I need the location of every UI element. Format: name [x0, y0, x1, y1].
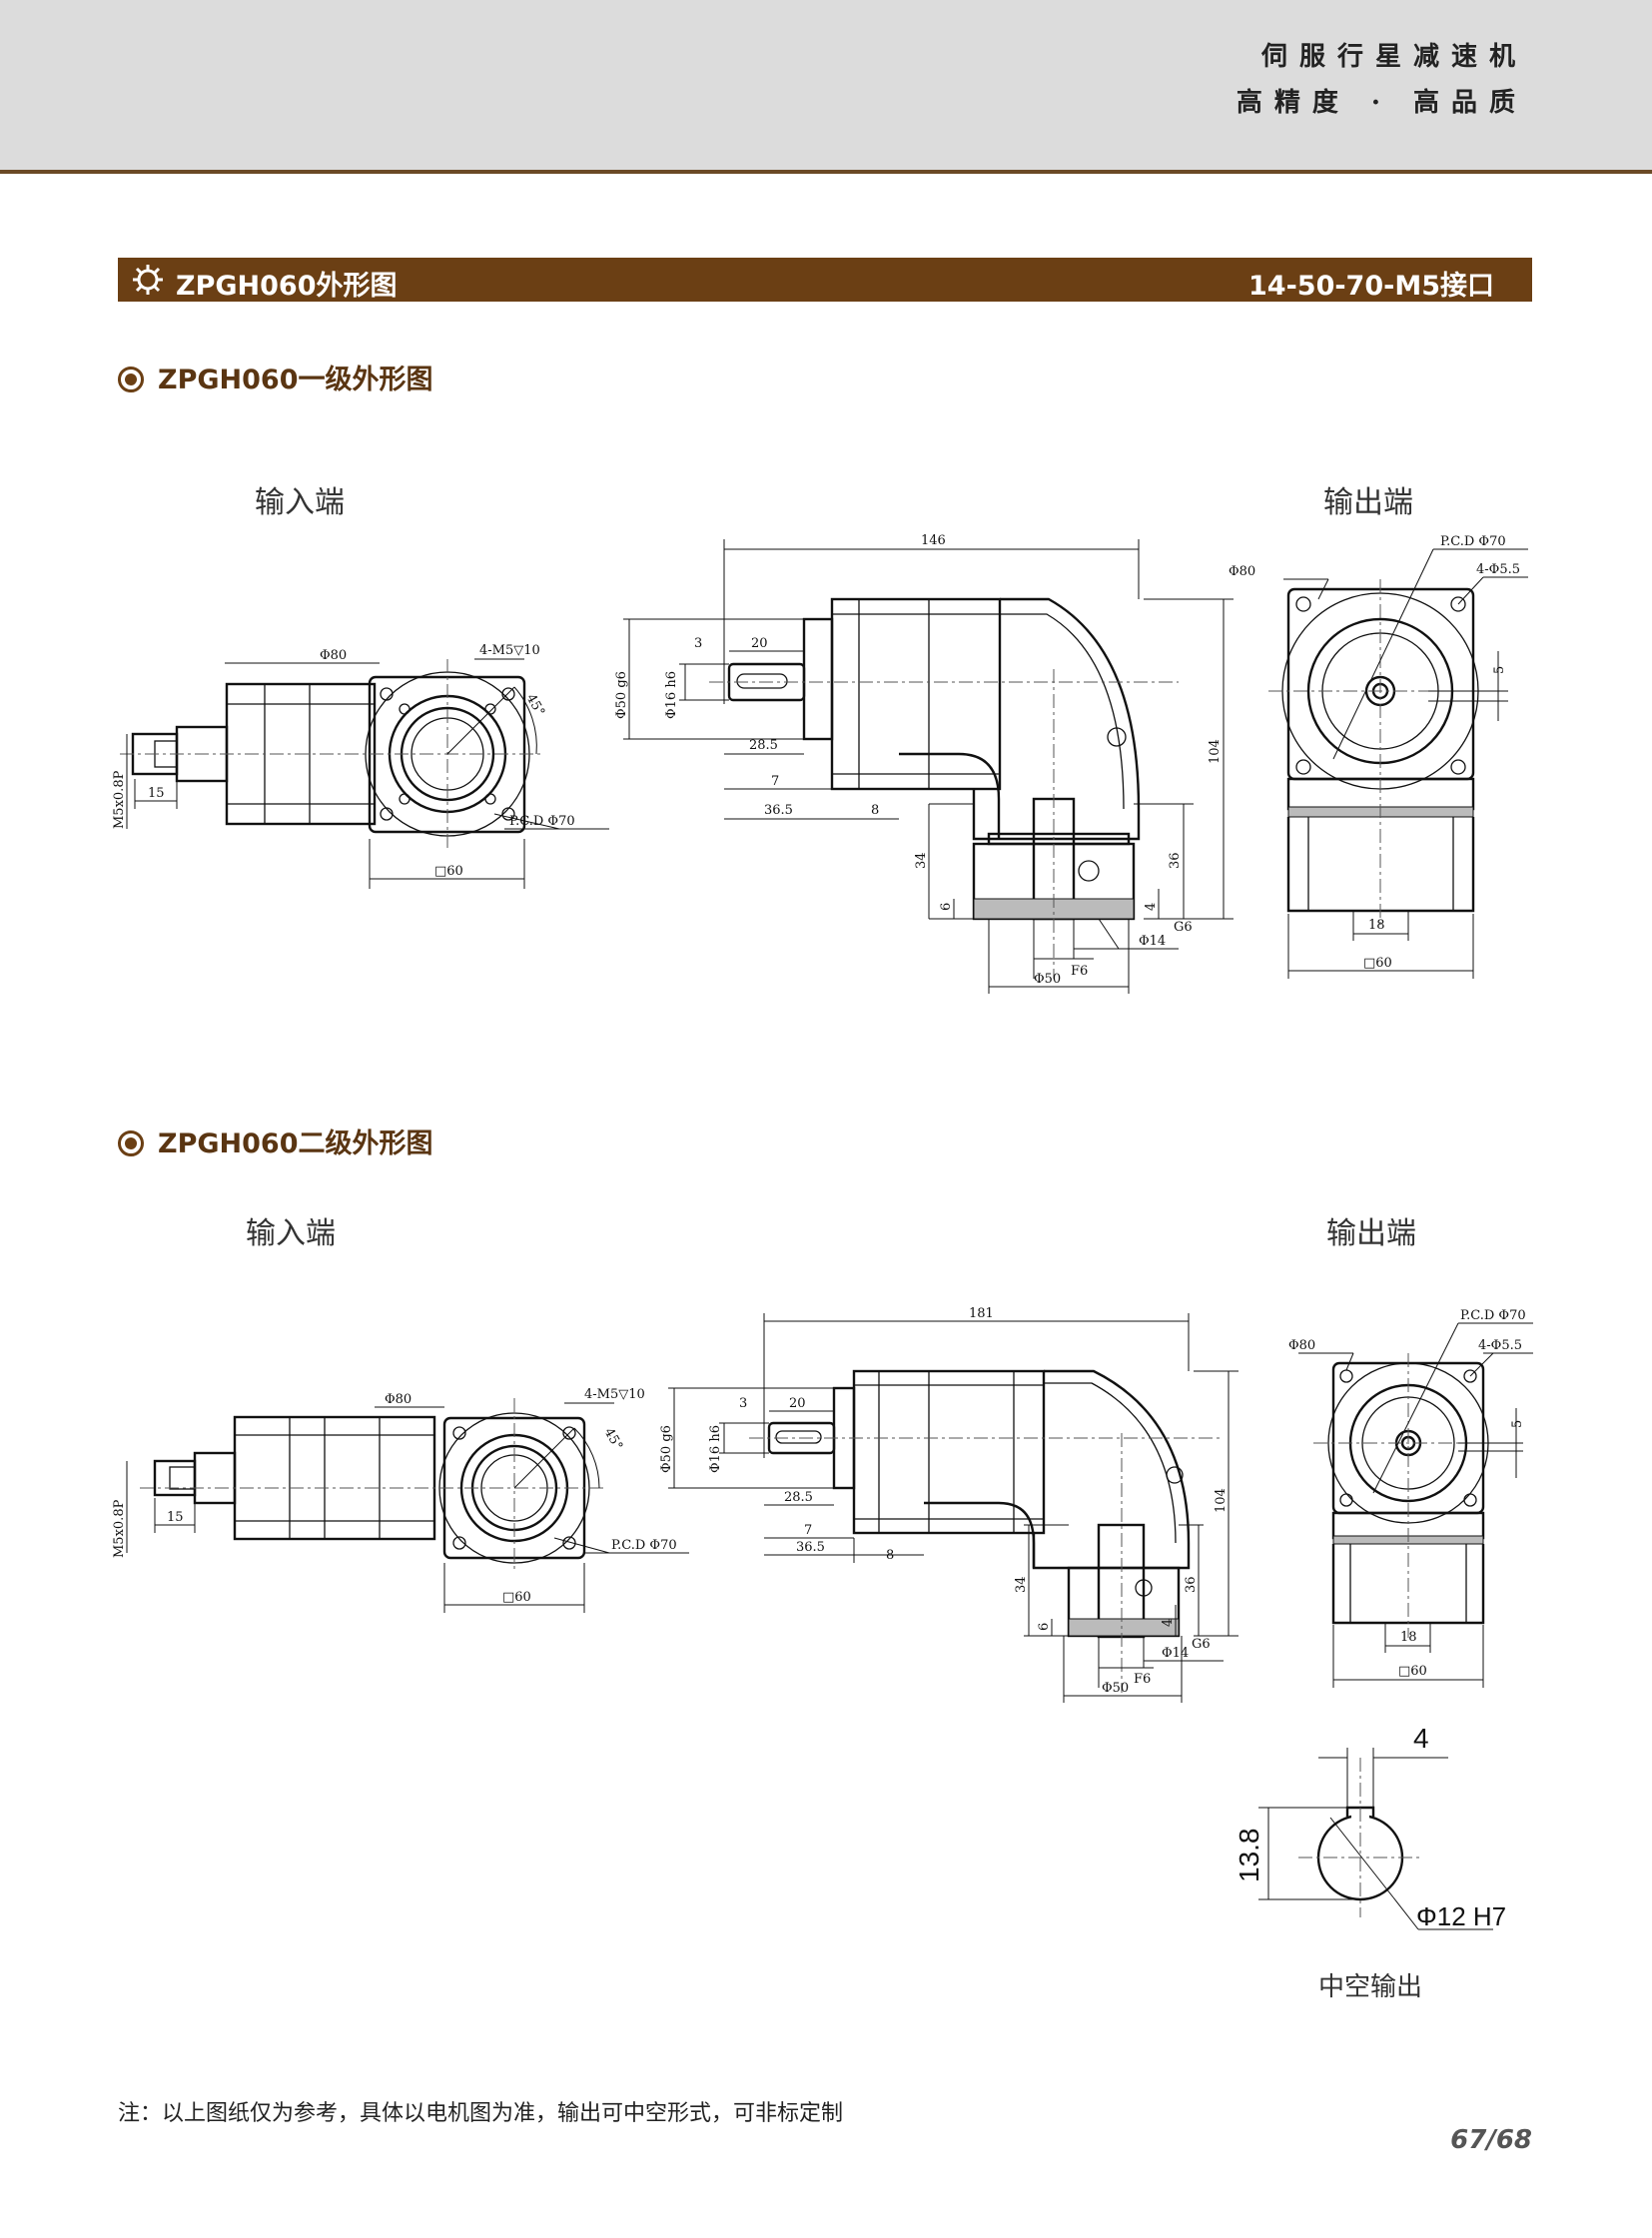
s2-output-view-drawing: P.C.D Φ70 4-Φ5.5 Φ80 5 18 □60	[1288, 1308, 1533, 1688]
s2-side-view-drawing: 181 3 20 Φ50 g6 Φ16 h6 28.5 7 36.5 8 104…	[659, 1306, 1239, 1703]
dim-len3: 3	[694, 636, 702, 651]
dim-h36: 36	[1184, 1576, 1199, 1593]
gear-outline-icon	[133, 265, 163, 295]
dim-h6: 6	[939, 903, 954, 911]
dim-w18: 18	[1400, 1630, 1417, 1645]
dim-len7: 7	[771, 774, 779, 789]
dim-sq60: □60	[502, 1590, 531, 1605]
dim-len181: 181	[969, 1306, 994, 1321]
dim-len15: 15	[167, 1510, 184, 1525]
dim-h4: 4	[1161, 1619, 1176, 1627]
dim-d14: Φ14	[1139, 934, 1166, 949]
dim-len20: 20	[751, 636, 768, 651]
dim-h4: 4	[1144, 903, 1159, 911]
dim-pcd: P.C.D Φ70	[509, 814, 575, 829]
section1-heading: ZPGH060一级外形图	[118, 358, 432, 396]
dim-len146: 146	[921, 533, 946, 548]
dim-len28-5: 28.5	[784, 1490, 813, 1505]
dim-sq60: □60	[1398, 1664, 1427, 1679]
dim-thread: M5x0.8P	[112, 1499, 127, 1558]
section2-heading-text: ZPGH060二级外形图	[158, 1128, 433, 1159]
dim-d14: Φ14	[1162, 1646, 1189, 1661]
dim-d80: Φ80	[385, 1392, 412, 1407]
dim-d50: Φ50	[1102, 1681, 1129, 1696]
dim-len28-5: 28.5	[749, 738, 778, 753]
dim-sq60: □60	[1363, 956, 1392, 971]
dim-h104: 104	[1214, 1488, 1229, 1513]
section1-input-label: 输入端	[255, 485, 345, 520]
section2-output-label: 输出端	[1326, 1216, 1416, 1251]
page-number: 67/68	[1450, 2125, 1532, 2155]
dim-d80: Φ80	[1288, 1338, 1315, 1353]
tagline-line1: 伺服行星减速机	[1260, 42, 1527, 72]
dim-h13-8: 13.8	[1234, 1829, 1264, 1883]
header-divider	[0, 170, 1652, 174]
dim-w4: 4	[1413, 1723, 1429, 1754]
interface-spec: 14-50-70-M5接口	[1248, 271, 1494, 302]
dim-pcd: P.C.D Φ70	[1440, 534, 1506, 549]
dim-d80: Φ80	[320, 648, 347, 663]
dim-f6: F6	[1071, 964, 1088, 979]
s1-input-view-drawing: Φ80 4-M5▽10 45° P.C.D Φ70 □60 15 M5x0.8P	[112, 643, 609, 889]
dim-d12h7: Φ12 H7	[1416, 1901, 1506, 1931]
bullet-icon	[118, 367, 144, 392]
dim-angle: 45°	[523, 692, 548, 719]
dim-thread: M5x0.8P	[112, 770, 127, 829]
dim-g6: G6	[1174, 920, 1193, 935]
hollow-caption: 中空输出	[1318, 1972, 1422, 2002]
dim-h6: 6	[1037, 1623, 1052, 1631]
section2-heading: ZPGH060二级外形图	[118, 1121, 432, 1160]
dim-h104: 104	[1208, 739, 1223, 764]
footer-note: 注：以上图纸仅为参考，具体以电机图为准，输出可中空形式，可非标定制	[118, 2101, 844, 2126]
dim-d80: Φ80	[1229, 564, 1255, 579]
dim-h34: 34	[1014, 1576, 1029, 1593]
bullet-icon	[118, 1130, 144, 1156]
dim-d50g6: Φ50 g6	[659, 1425, 674, 1473]
title-bar: ZPGH060外形图 14-50-70-M5接口	[118, 258, 1532, 302]
dim-pcd: P.C.D Φ70	[1460, 1308, 1526, 1323]
tagline-line2: 高精度 · 高品质	[1236, 88, 1527, 118]
dim-d16h6: Φ16 h6	[708, 1425, 723, 1473]
dim-w18: 18	[1368, 918, 1385, 933]
page-header	[0, 0, 1652, 170]
dim-len8: 8	[886, 1548, 894, 1563]
dim-g6: G6	[1192, 1637, 1211, 1652]
dim-d16h6: Φ16 h6	[664, 671, 679, 719]
dim-holes: 4-M5▽10	[584, 1387, 645, 1402]
page-title: ZPGH060外形图	[176, 271, 398, 302]
dim-holes: 4-Φ5.5	[1478, 1338, 1522, 1353]
dim-pcd: P.C.D Φ70	[611, 1538, 677, 1553]
dim-h5: 5	[1492, 666, 1507, 674]
s1-side-view-drawing: 146 3 20 Φ50 g6 Φ16 h6 28.5 7 36.5 8 104…	[614, 533, 1234, 994]
dim-len36-5: 36.5	[796, 1540, 825, 1555]
dim-f6: F6	[1134, 1672, 1151, 1687]
dim-angle: 45°	[601, 1426, 626, 1453]
dim-len8: 8	[871, 803, 879, 818]
dim-h36: 36	[1168, 852, 1183, 869]
s1-output-view-drawing: P.C.D Φ70 4-Φ5.5 Φ80 5 18 □60	[1229, 534, 1528, 979]
section1-output-label: 输出端	[1323, 485, 1413, 520]
dim-len7: 7	[804, 1523, 812, 1538]
dim-len15: 15	[148, 786, 165, 801]
dim-len36-5: 36.5	[764, 803, 793, 818]
dim-holes: 4-Φ5.5	[1476, 562, 1520, 577]
dim-h5: 5	[1510, 1420, 1525, 1428]
dim-h34: 34	[914, 852, 929, 869]
section1-heading-text: ZPGH060一级外形图	[158, 365, 433, 395]
hollow-output-detail-drawing: 4 13.8 Φ12 H7 中空输出	[1234, 1723, 1506, 2002]
section2-input-label: 输入端	[246, 1216, 336, 1251]
dim-holes: 4-M5▽10	[479, 643, 540, 658]
dim-len20: 20	[789, 1396, 806, 1411]
dim-d50g6: Φ50 g6	[614, 671, 629, 719]
dim-d50: Φ50	[1034, 972, 1061, 987]
dim-len3: 3	[739, 1396, 747, 1411]
s2-input-view-drawing: Φ80 4-M5▽10 45° P.C.D Φ70 □60 15 M5x0.8P	[112, 1387, 689, 1613]
dim-sq60: □60	[434, 864, 463, 879]
